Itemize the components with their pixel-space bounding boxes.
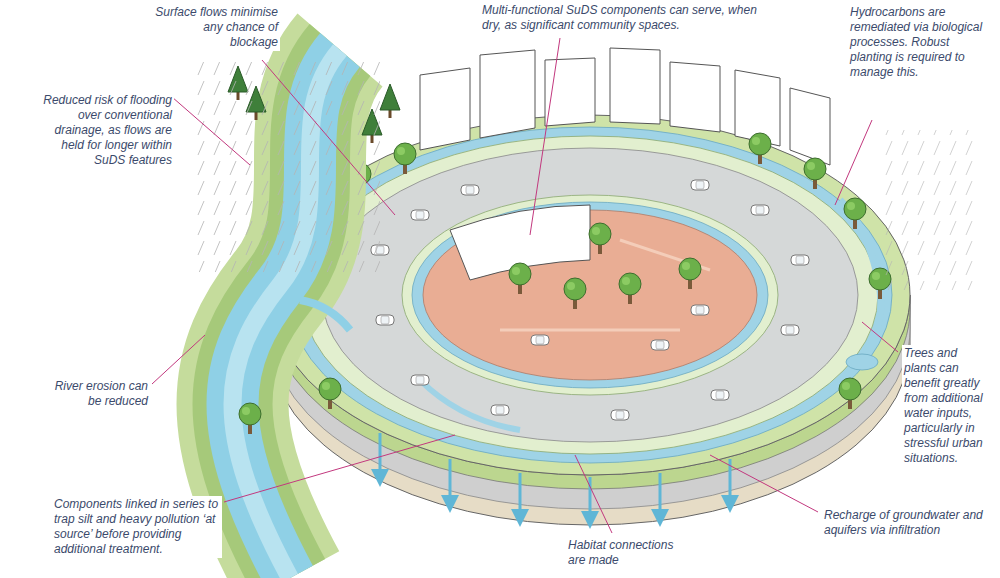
callout-note: Trees and plants can benefit greatly fro… bbox=[902, 345, 994, 467]
callout-note: Hydrocarbons are remediated via biologic… bbox=[848, 4, 990, 81]
callout-note: Habitat connections are made bbox=[566, 537, 678, 569]
rain bbox=[880, 130, 980, 290]
callout-note: River erosion can be reduced bbox=[40, 378, 150, 410]
callout-note: Recharge of groundwater and aquifers via… bbox=[822, 507, 992, 539]
rain bbox=[190, 62, 380, 272]
trees bbox=[319, 133, 891, 409]
buildings bbox=[420, 48, 830, 280]
cars bbox=[371, 180, 809, 420]
callout-note: Components linked in series to trap silt… bbox=[52, 496, 222, 558]
infiltration-arrows bbox=[380, 433, 730, 520]
callout-note: Multi-functional SuDS components can ser… bbox=[480, 2, 780, 34]
callout-note: Surface flows minimise any chance of blo… bbox=[150, 4, 280, 51]
callout-note: Reduced risk of flooding over convention… bbox=[28, 92, 174, 169]
leader-lines bbox=[152, 38, 898, 533]
